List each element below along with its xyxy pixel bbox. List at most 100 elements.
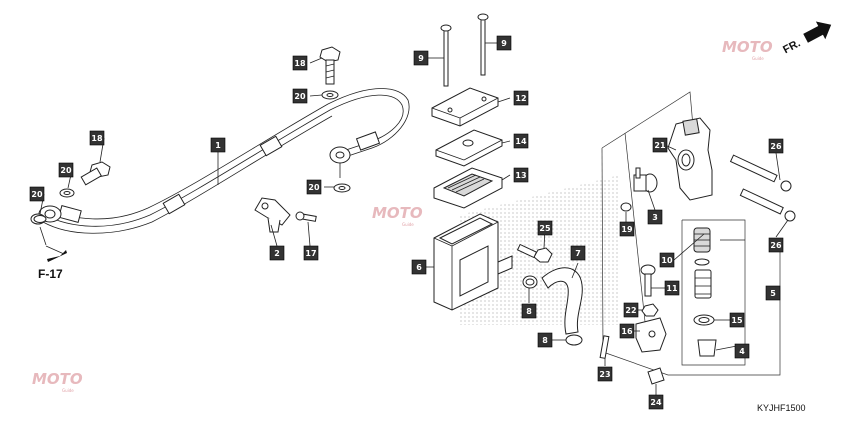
washer-20-upper [321, 90, 339, 100]
watermark-center: MOTO Guide [372, 204, 423, 227]
callout-12: 12 [513, 90, 529, 106]
callout-label: 12 [515, 94, 526, 103]
callout-label: 11 [666, 284, 678, 293]
screw-19 [620, 202, 632, 212]
callout-20: 20 [29, 186, 45, 202]
master-cylinder-body-21 [667, 117, 713, 201]
callout-label: 20 [31, 190, 43, 199]
callout-label: 5 [770, 289, 776, 298]
callout-label: 22 [625, 306, 636, 315]
banjo-fitting-right [329, 146, 351, 178]
pushrod-11 [640, 264, 656, 297]
watermark-top-right: MOTO Guide [722, 38, 773, 61]
nut-22 [641, 303, 659, 317]
reservoir-screws-9 [440, 13, 489, 87]
callout-label: 15 [731, 316, 743, 325]
callout-label: 6 [416, 263, 422, 272]
callout-label: 18 [294, 59, 306, 68]
callout-4: 4 [734, 343, 750, 359]
callout-9: 9 [413, 50, 429, 66]
piston-kit [693, 227, 717, 357]
svg-text:FR.: FR. [781, 37, 802, 56]
svg-text:MOTO: MOTO [372, 204, 423, 222]
watermark-bottom-left: MOTO Guide [32, 370, 83, 393]
callout-6: 6 [411, 259, 427, 275]
callout-label: 20 [294, 92, 306, 101]
callout-23: 23 [597, 366, 613, 382]
callout-14: 14 [513, 133, 529, 149]
callout-15: 15 [729, 312, 745, 328]
callout-label: 8 [542, 336, 548, 345]
callout-label: 23 [599, 370, 610, 379]
callout-label: 20 [60, 166, 72, 175]
reservoir-hose-7 [522, 267, 583, 346]
callout-label: 4 [739, 347, 745, 356]
callout-20: 20 [292, 88, 308, 104]
callout-label: 21 [654, 141, 666, 150]
callout-label: 14 [515, 137, 527, 146]
reservoir-tank-6 [433, 213, 513, 311]
callout-20: 20 [58, 162, 74, 178]
callout-label: 20 [308, 183, 320, 192]
callout-18: 18 [89, 130, 105, 146]
callout-label: 16 [621, 327, 633, 336]
callout-13: 13 [513, 167, 529, 183]
brake-hose [42, 88, 410, 234]
bolt-18-upper [319, 46, 341, 85]
callout-label: 13 [515, 171, 526, 180]
callout-label: 9 [501, 39, 507, 48]
callout-25: 25 [537, 220, 553, 236]
callout-label: 19 [621, 225, 633, 234]
callout-16: 16 [619, 323, 635, 339]
front-direction-arrow: FR. [781, 21, 832, 56]
callout-label: 8 [526, 307, 532, 316]
callout-7: 7 [570, 245, 586, 261]
callout-5: 5 [765, 285, 781, 301]
callout-9: 9 [496, 35, 512, 51]
joint-16 [635, 317, 667, 353]
callout-2: 2 [269, 245, 285, 261]
callout-1: 1 [210, 137, 226, 153]
banjo-fitting-left [30, 205, 62, 246]
callout-3: 3 [647, 209, 663, 225]
callout-19: 19 [619, 221, 635, 237]
pin-23 [599, 335, 610, 359]
callout-22: 22 [623, 302, 639, 318]
svg-text:Guide: Guide [62, 388, 74, 393]
svg-text:MOTO: MOTO [32, 370, 83, 388]
washer-20-left-lower [33, 215, 47, 223]
bolt-18-lower [80, 161, 111, 186]
callout-label: 24 [650, 398, 662, 407]
diagram-code: KYJHF1500 [757, 403, 806, 413]
callout-layer: 1234567889910111213141516171818192020202… [29, 35, 784, 410]
callout-label: 26 [770, 142, 782, 151]
callout-26: 26 [768, 138, 784, 154]
svg-text:Guide: Guide [402, 222, 414, 227]
screw-17 [295, 211, 317, 222]
callout-label: 10 [661, 256, 673, 265]
callout-label: 2 [274, 249, 280, 258]
bolt-25 [516, 243, 553, 263]
callout-leaders [39, 42, 789, 395]
callout-26: 26 [768, 237, 784, 253]
callout-24: 24 [648, 394, 664, 410]
reference-f17: F-17 [38, 245, 67, 281]
callout-label: 1 [215, 141, 221, 150]
callout-label: 26 [770, 241, 782, 250]
callout-label: 7 [575, 249, 581, 258]
washer-20-left-upper [59, 188, 75, 198]
hose-clamp [254, 197, 291, 233]
callout-label: 25 [539, 224, 551, 233]
plate-14 [435, 129, 503, 167]
callout-18: 18 [292, 55, 308, 71]
washer-20-middle [333, 183, 351, 193]
svg-text:MOTO: MOTO [722, 38, 773, 56]
svg-text:Guide: Guide [752, 56, 764, 61]
callout-11: 11 [664, 280, 680, 296]
callout-8: 8 [537, 332, 553, 348]
diaphragm-13 [433, 167, 503, 209]
hose-joint-3 [633, 167, 658, 193]
mounting-bolts-26 [729, 154, 796, 222]
clip-24 [647, 367, 665, 385]
